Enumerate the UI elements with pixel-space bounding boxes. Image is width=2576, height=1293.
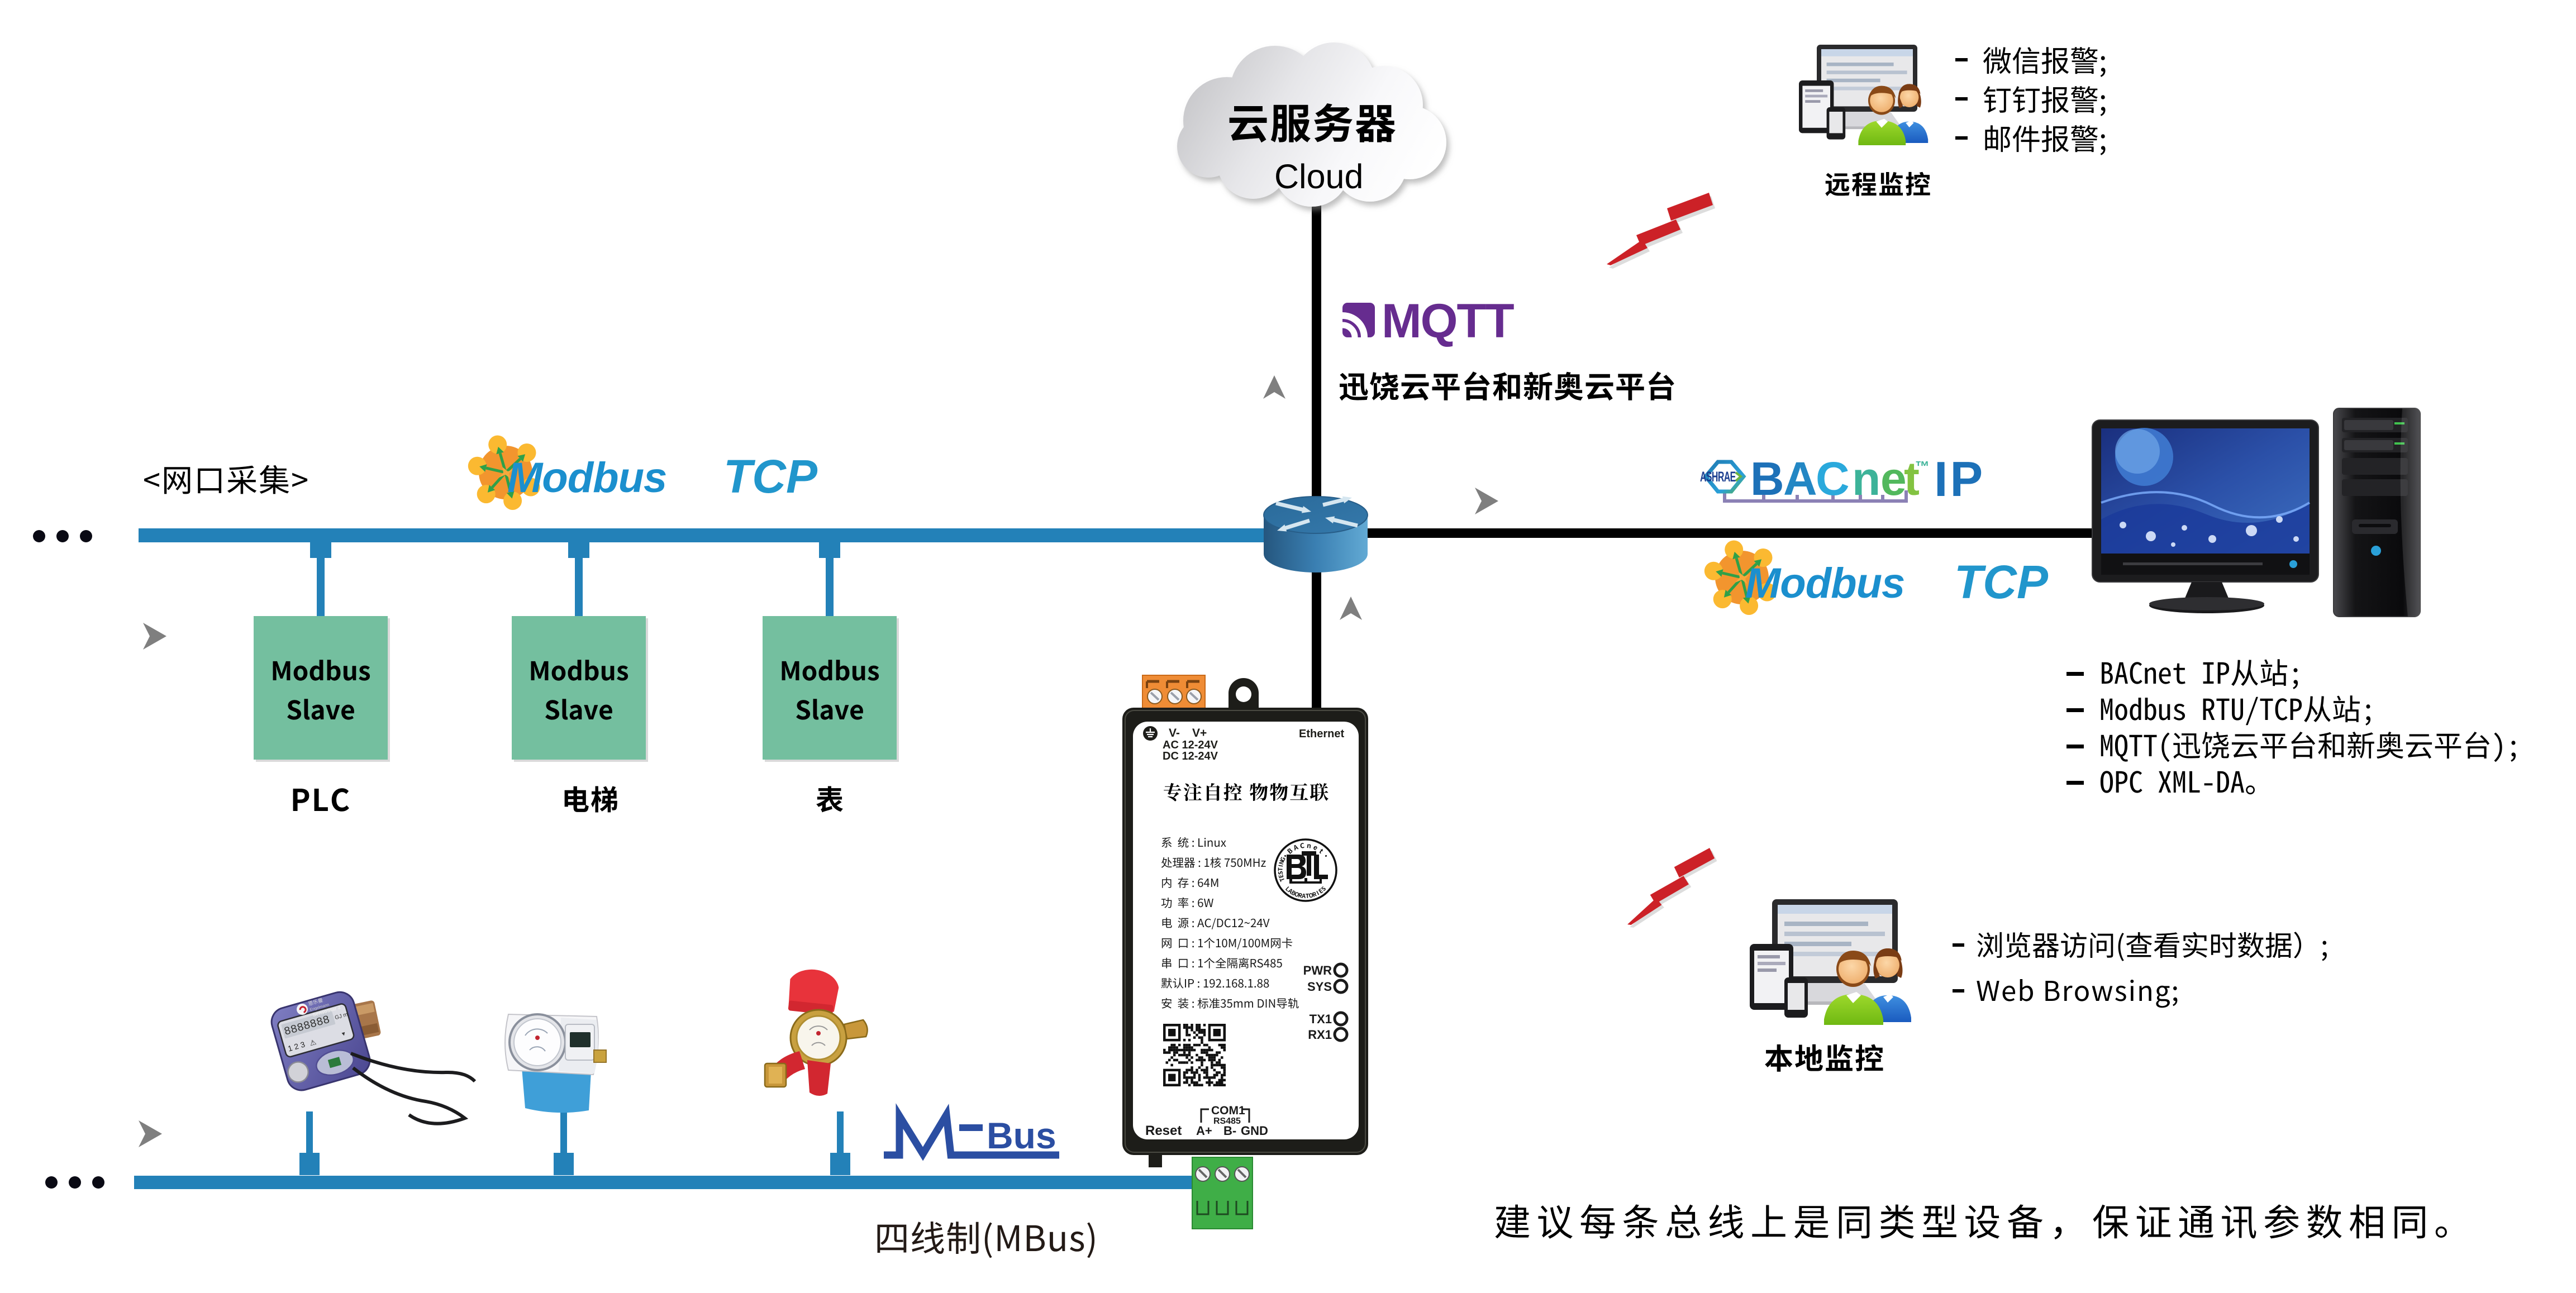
svg-text:Modbus: Modbus — [507, 454, 666, 502]
svg-text:IP: IP — [1934, 451, 1985, 507]
svg-text:AC 12-24V: AC 12-24V — [1163, 739, 1218, 751]
svg-text:e: e — [1880, 452, 1907, 505]
svg-text:A+: A+ — [1196, 1124, 1212, 1138]
svg-text:TX1: TX1 — [1310, 1012, 1332, 1026]
svg-text:C: C — [1816, 452, 1850, 505]
svg-text:t: t — [1904, 452, 1920, 505]
svg-text:B-: B- — [1223, 1124, 1236, 1138]
svg-text:MQTT: MQTT — [1382, 294, 1514, 348]
svg-text:Cloud: Cloud — [1274, 158, 1363, 195]
svg-text:TCP: TCP — [1954, 556, 2049, 608]
svg-text:RX1: RX1 — [1308, 1028, 1332, 1042]
svg-text:GND: GND — [1241, 1124, 1268, 1138]
svg-text:SYS: SYS — [1307, 980, 1332, 994]
svg-text:Bus: Bus — [987, 1115, 1056, 1156]
svg-text:⚠: ⚠ — [308, 1038, 317, 1048]
svg-text:Reset: Reset — [1145, 1123, 1182, 1138]
svg-text:ASHRAE: ASHRAE — [1700, 470, 1736, 485]
svg-text:™: ™ — [1915, 458, 1930, 475]
svg-text:RS485: RS485 — [1213, 1117, 1241, 1126]
svg-text:n: n — [1852, 452, 1880, 505]
svg-text:COM1: COM1 — [1211, 1104, 1245, 1117]
svg-text:▼: ▼ — [340, 1030, 347, 1038]
svg-text:Ethernet: Ethernet — [1299, 728, 1344, 740]
svg-text:V-: V- — [1169, 727, 1180, 739]
svg-text:TCP: TCP — [723, 450, 818, 503]
svg-text:DC 12-24V: DC 12-24V — [1163, 750, 1218, 762]
svg-text:Modbus: Modbus — [1745, 560, 1904, 607]
svg-text:A: A — [1783, 452, 1817, 505]
svg-text:V+: V+ — [1192, 727, 1207, 739]
svg-text:PWR: PWR — [1303, 963, 1332, 977]
svg-text:B: B — [1750, 452, 1784, 505]
